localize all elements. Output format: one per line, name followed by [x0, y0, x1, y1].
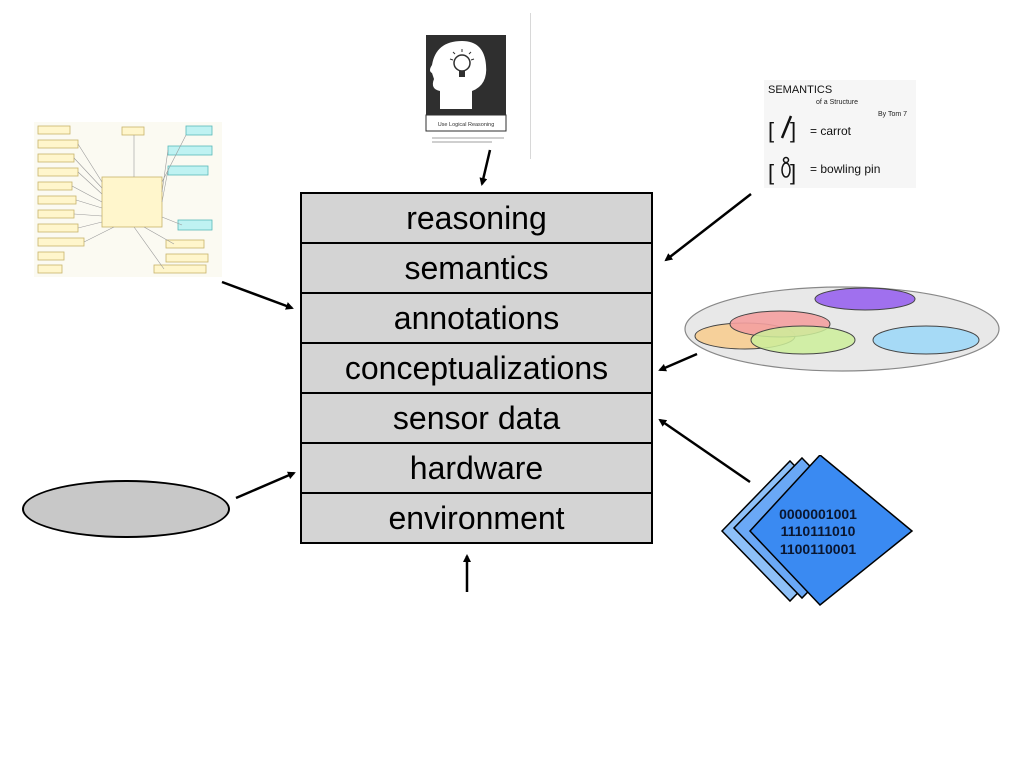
lightbulb-icon: [453, 54, 471, 72]
layer-sensor-data: sensor data: [300, 394, 653, 444]
semantics-comic-thumbnail: SEMANTICS of a Structure By Tom 7 [ ] = …: [764, 80, 916, 188]
svg-text:]: ]: [790, 160, 796, 185]
layer-semantics: semantics: [300, 244, 653, 294]
semantics-row-carrot: = carrot: [810, 124, 852, 138]
svg-text:[: [: [768, 160, 774, 185]
semantics-title: SEMANTICS: [768, 84, 832, 96]
arrow-semantics: [664, 193, 752, 262]
binary-data-diamonds: 0000001001 1110111010 1100110001: [720, 455, 914, 607]
layer-environment: environment: [300, 494, 653, 544]
conceptualization-plate: [684, 286, 1000, 372]
bracket-right-icon: ]: [790, 118, 796, 143]
violet-concept-ellipse: [814, 287, 916, 311]
uml-diagram-thumbnail: [34, 122, 222, 277]
binary-row-3: 1100110001: [780, 541, 857, 557]
binary-row-2: 1110111010: [781, 523, 856, 539]
semantics-row-bowling-pin: = bowling pin: [810, 162, 880, 176]
layer-annotations: annotations: [300, 294, 653, 344]
arrow-annotations: [221, 280, 294, 310]
semantics-byline: By Tom 7: [878, 111, 907, 118]
semantics-subtitle: of a Structure: [816, 99, 858, 106]
reasoning-image-thumbnail: Use Logical Reasoning: [418, 13, 531, 159]
layer-reasoning: reasoning: [300, 192, 653, 244]
green-concept-ellipse: [750, 325, 856, 355]
environment-ellipse: [22, 480, 230, 538]
blue-concept-ellipse: [872, 325, 980, 355]
carrot-icon: [780, 115, 793, 139]
layer-conceptualizations: conceptualizations: [300, 344, 653, 394]
reasoning-caption: Use Logical Reasoning: [438, 122, 495, 128]
layer-hardware: hardware: [300, 444, 653, 494]
binary-row-1: 0000001001: [779, 506, 857, 522]
bracket-left-icon: [: [768, 118, 774, 143]
arrow-hardware: [235, 471, 296, 500]
layer-stack: reasoning semantics annotations conceptu…: [300, 192, 653, 544]
